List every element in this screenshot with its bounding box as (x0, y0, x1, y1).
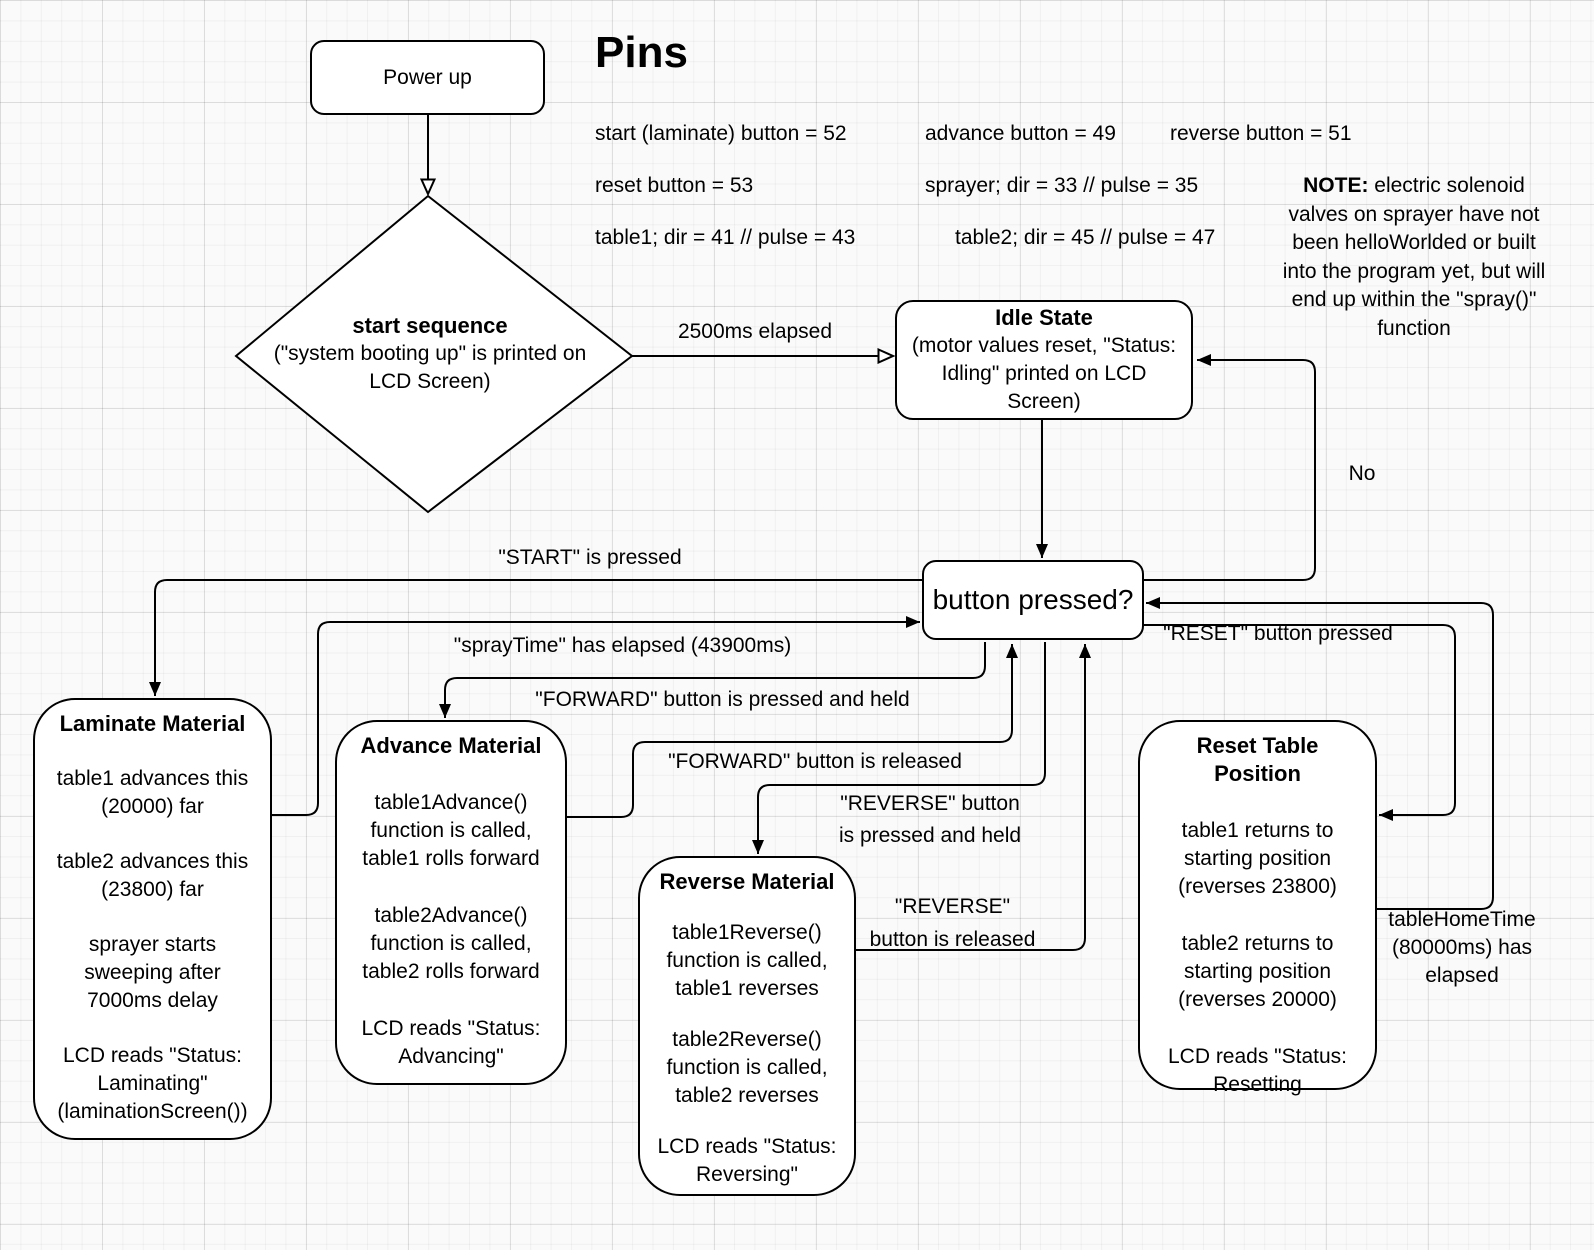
edge-label-reverse-pressed: "REVERSE" button is pressed and held (838, 792, 1022, 847)
node-reset-table-position: Reset Table Position table1 returns to s… (1138, 720, 1377, 1096)
edge-reverse-to-button (856, 644, 1091, 951)
solenoid-note: NOTE: electric solenoid valves on spraye… (1276, 172, 1552, 343)
pin-start-button: start (laminate) button = 52 (595, 122, 847, 145)
edge-button-to-advance (439, 642, 986, 718)
pin-reset-button: reset button = 53 (595, 174, 754, 197)
edge-label-reset-pressed: "RESET" button pressed (1163, 622, 1393, 645)
node-reset-line: table1 returns to starting position (rev… (1178, 819, 1337, 898)
node-reset-line: table2 returns to starting position (rev… (1178, 932, 1337, 1011)
edge-label-tablehome: tableHomeTime (80000ms) has elapsed (1388, 908, 1536, 987)
node-laminate-line: LCD reads "Status: Laminating" (laminati… (57, 1044, 248, 1123)
edge-button-to-laminate (149, 579, 922, 696)
edge-button-to-reverse (752, 642, 1046, 854)
node-laminate-material: Laminate Material table1 advances this (… (33, 698, 272, 1140)
node-idle-body: (motor values reset, "Status: Idling" pr… (911, 334, 1177, 413)
node-reverse-line: table1Reverse() function is called, tabl… (666, 921, 828, 1000)
node-power-up-label: Power up (383, 65, 472, 89)
node-idle-title: Idle State (995, 305, 1093, 330)
edge-label-2500ms: 2500ms elapsed (677, 320, 833, 343)
node-reverse-line: LCD reads "Status: Reversing" (657, 1135, 837, 1186)
edge-label-forward-pressed: "FORWARD" button is pressed and held (535, 688, 910, 711)
start-sequence-diamond (234, 194, 634, 514)
node-start-sequence-text: start sequence ("system booting up" is p… (255, 312, 605, 396)
node-advance-title: Advance Material (360, 733, 542, 758)
edge-label-reverse-released: "REVERSE" button is released (869, 895, 1036, 951)
edge-label-spraytime: "sprayTime" has elapsed (43900ms) (453, 634, 792, 657)
pin-table2: table2; dir = 45 // pulse = 47 (955, 226, 1216, 249)
node-idle-state: Idle State (motor values reset, "Status:… (895, 300, 1193, 420)
node-power-up: Power up (310, 40, 545, 115)
node-advance-line: table2Advance() function is called, tabl… (362, 904, 540, 983)
pin-sprayer: sprayer; dir = 33 // pulse = 35 (925, 174, 1199, 197)
node-reset-title: Reset Table Position (1196, 733, 1319, 786)
node-advance-line: table1Advance() function is called, tabl… (362, 791, 540, 870)
note-prefix: NOTE: (1303, 174, 1369, 197)
pin-reverse-button: reverse button = 51 (1170, 122, 1352, 145)
node-reverse-material: Reverse Material table1Reverse() functio… (638, 856, 856, 1196)
node-button-pressed-label: button pressed? (932, 584, 1134, 615)
node-start-sequence-body: ("system booting up" is printed on LCD S… (273, 342, 587, 393)
node-laminate-line: table2 advances this (23800) far (56, 850, 249, 901)
pin-advance-button: advance button = 49 (925, 122, 1116, 145)
node-reverse-line: table2Reverse() function is called, tabl… (666, 1028, 828, 1107)
page-title: Pins (595, 28, 688, 77)
edge-laminate-to-button (272, 616, 920, 816)
node-advance-material: Advance Material table1Advance() functio… (335, 720, 567, 1085)
edge-advance-to-button (567, 644, 1018, 818)
edge-reset-to-button (1146, 597, 1494, 910)
node-start-sequence-title: start sequence (352, 313, 508, 338)
node-advance-line: LCD reads "Status: Advancing" (361, 1017, 541, 1068)
node-laminate-title: Laminate Material (59, 711, 246, 736)
node-reset-line: LCD reads "Status: Resetting (1167, 1045, 1348, 1096)
note-body: electric solenoid valves on sprayer have… (1282, 174, 1546, 340)
node-laminate-line: sprayer starts sweeping after 7000ms del… (84, 933, 221, 1012)
node-laminate-line: table1 advances this (20000) far (56, 767, 249, 818)
node-reverse-title: Reverse Material (659, 869, 835, 894)
edge-label-no: No (1348, 462, 1376, 485)
node-button-pressed: button pressed? (922, 560, 1144, 640)
pin-table1: table1; dir = 41 // pulse = 43 (595, 226, 856, 249)
edge-button-to-idle-no (1144, 354, 1316, 581)
edge-label-start-pressed: "START" is pressed (498, 546, 682, 569)
edge-label-forward-released: "FORWARD" button is released (668, 750, 962, 773)
edge-button-to-reset (1144, 624, 1456, 821)
